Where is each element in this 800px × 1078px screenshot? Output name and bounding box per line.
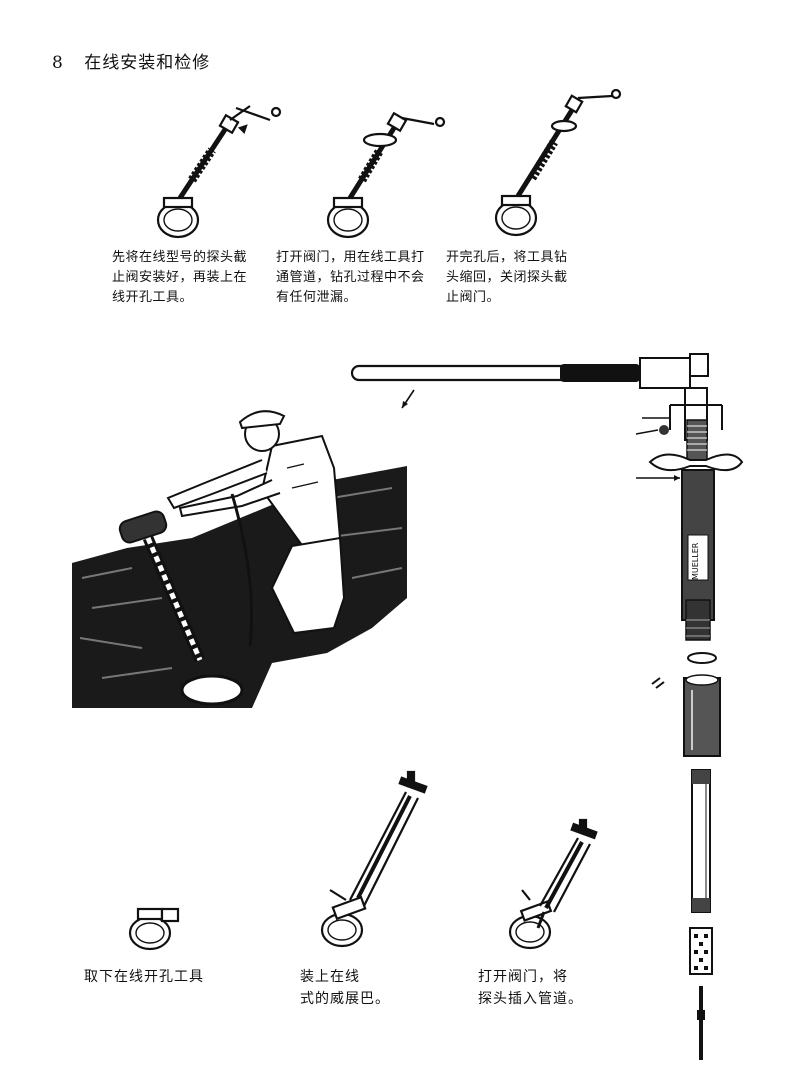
step5-illustration xyxy=(320,770,428,948)
step1-illustration xyxy=(156,105,282,239)
step3-illustration xyxy=(494,88,622,237)
step3-caption: 开完孔后，将工具钻 头缩回，关闭探头截 止阀门。 xyxy=(446,250,568,305)
step2-illustration xyxy=(326,111,446,239)
page-title: 在线安装和检修 xyxy=(84,53,211,73)
tool-nameplate: MUELLER xyxy=(691,542,700,580)
step4-illustration xyxy=(128,907,180,951)
step2-caption: 打开阀门，用在线工具打 通管道，钻孔过程中不会 有任何泄漏。 xyxy=(276,250,425,305)
tool-assembly-exploded-view: MUELLER xyxy=(350,353,744,1060)
step4-caption: 取下在线开孔工具 xyxy=(84,969,204,985)
step1-caption: 先将在线型号的探头截 止阀安装好，再装上在 线开孔工具。 xyxy=(112,250,248,305)
page-header: 8 在线安装和检修 xyxy=(52,48,210,73)
step6-illustration xyxy=(508,818,598,950)
step5-caption: 装上在线 式的威展巴。 xyxy=(300,969,390,1007)
step6-caption: 打开阀门，将 探头插入管道。 xyxy=(478,969,583,1007)
page-number: 8 xyxy=(52,53,64,73)
worker-drilling-illustration xyxy=(72,410,407,708)
